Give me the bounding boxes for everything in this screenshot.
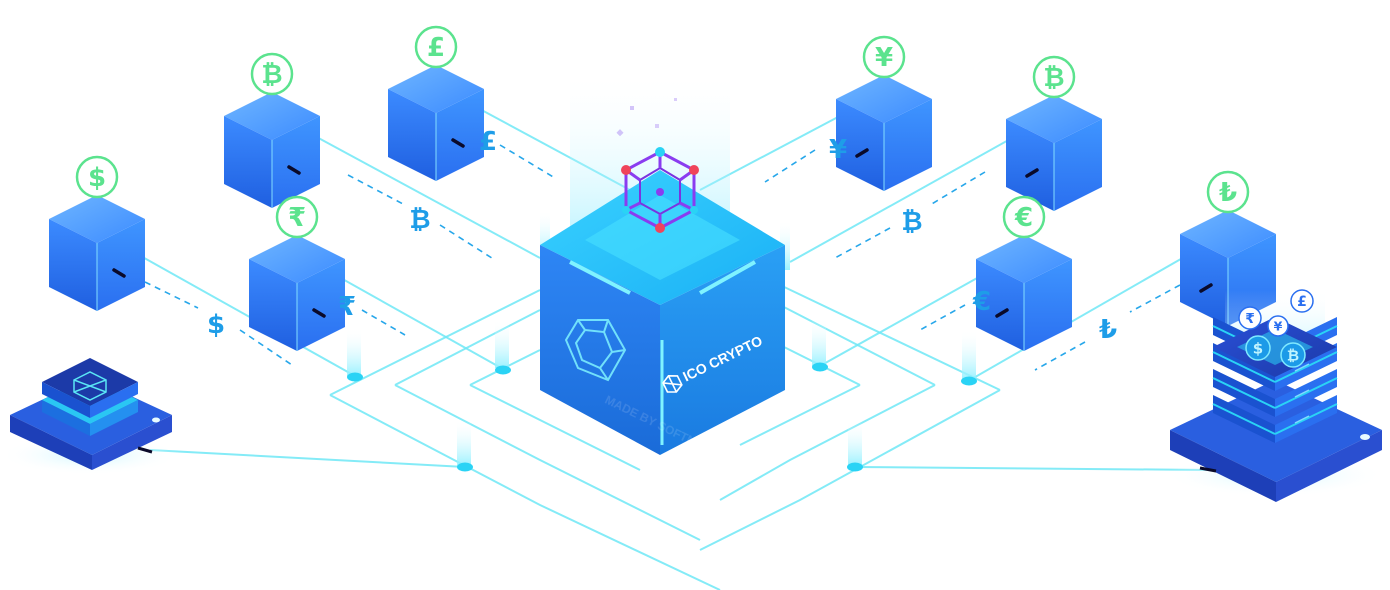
cube-port: [1199, 283, 1213, 293]
currency-badge-icon: [862, 35, 906, 79]
central-ico-cube: ICO CRYPTO MADE BY SOFTNIO: [540, 70, 785, 455]
network-hexagon-icon: [616, 98, 699, 233]
flow-symbol-bitcoin-right: ₿: [901, 207, 922, 237]
currency-cube-euro: €: [976, 195, 1072, 351]
server-layer: [1212, 343, 1338, 391]
flow-arrows: [144, 144, 1181, 371]
currency-badge-icon: [275, 195, 319, 239]
currency-cube-dollar: $: [49, 155, 145, 311]
server-coin-icon: ₿: [1280, 342, 1306, 368]
currency-badge-icon: [1002, 195, 1046, 239]
server-layer: [1212, 369, 1338, 417]
cube-port: [451, 138, 465, 148]
server-coin-icon: ¥: [1267, 315, 1289, 337]
flow-symbol-dollar: $: [207, 310, 225, 340]
currency-badge-icon: [250, 52, 294, 96]
flow-symbol-rupee: ₹: [338, 292, 356, 322]
cube-port: [995, 308, 1009, 318]
currency-badge-symbol: €: [1014, 203, 1033, 233]
server-layer: [1212, 395, 1338, 443]
currency-cube-bitcoin-right: ₿: [1006, 55, 1102, 211]
currency-badge-symbol: $: [88, 163, 106, 193]
currency-badge-symbol: ₺: [1219, 178, 1237, 208]
cube-port: [855, 148, 869, 158]
currency-badge-icon: [414, 25, 458, 69]
right-server-stack: ₹ £ ¥ $ ₿: [1165, 289, 1385, 502]
hub-dots: [347, 362, 977, 472]
currency-badge-symbol: ₿: [261, 60, 282, 90]
flow-symbol-lira: ₺: [1099, 315, 1117, 345]
server-coins: ₹ £ ¥ $ ₿: [1238, 289, 1314, 368]
flow-symbol-pound: £: [479, 127, 497, 157]
server-network-icon: [73, 371, 107, 401]
currency-cube-yen: ¥: [836, 35, 932, 191]
wireframe-cube-emblem: [564, 319, 627, 382]
server-coin-icon: £: [1290, 289, 1314, 313]
currency-cubes: $ ₿ ₹ £ ¥ ₿ € ₺: [49, 25, 1276, 351]
left-server-stack: [0, 358, 180, 475]
currency-badge-icon: [1206, 170, 1250, 214]
currency-cube-pound: £: [388, 25, 484, 181]
currency-badge-symbol: £: [427, 33, 445, 63]
server-coin-icon: ₹: [1238, 306, 1262, 330]
circuit-network: [129, 99, 1211, 590]
cube-port: [287, 165, 301, 175]
currency-badge-icon: [75, 155, 119, 199]
server-coin-icon: $: [1245, 335, 1271, 361]
cube-port: [1025, 168, 1039, 178]
flow-symbol-bitcoin-left: ₿: [409, 205, 430, 235]
currency-badge-symbol: ₹: [288, 203, 306, 233]
svg-text:£: £: [1297, 294, 1307, 310]
svg-text:¥: ¥: [1274, 319, 1283, 334]
cube-port: [312, 308, 326, 318]
currency-badge-symbol: ¥: [875, 43, 893, 73]
currency-badge-icon: [1032, 55, 1076, 99]
svg-text:₿: ₿: [1287, 346, 1299, 364]
currency-badge-symbol: ₿: [1043, 63, 1064, 93]
svg-text:$: $: [1253, 339, 1263, 357]
flow-symbol-euro: €: [972, 287, 991, 317]
currency-cube-bitcoin-left: ₿: [224, 52, 320, 208]
flow-symbols: $ ₿ ₹ £ ¥ ₿ € ₺: [207, 127, 1117, 345]
svg-text:₹: ₹: [1245, 311, 1255, 327]
cube-port: [112, 268, 126, 278]
flow-symbol-yen: ¥: [829, 135, 847, 165]
currency-cube-rupee: ₹: [249, 195, 345, 351]
logo-icon: [662, 375, 683, 393]
